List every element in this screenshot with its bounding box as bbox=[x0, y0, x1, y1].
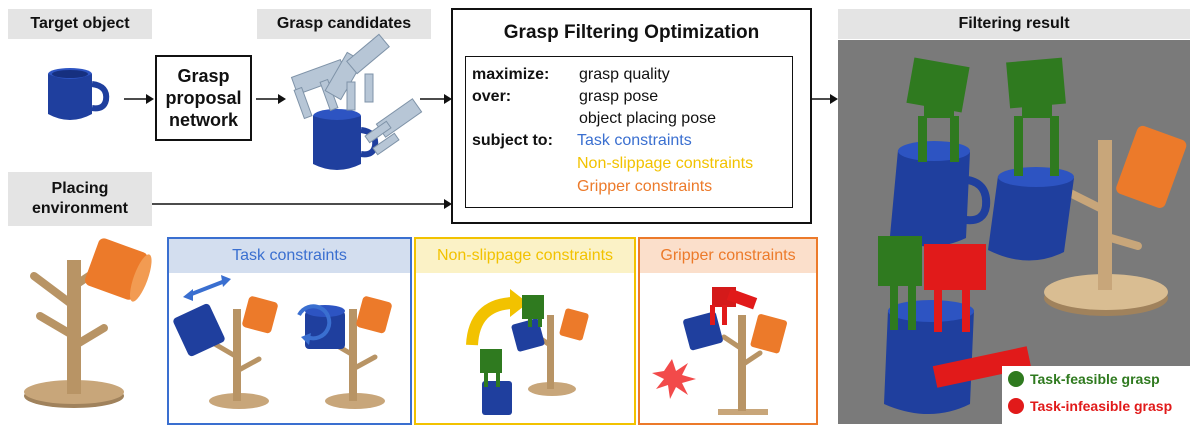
placing-environment-illustration bbox=[24, 238, 152, 408]
gripper-constraints-title: Gripper constraints bbox=[640, 239, 816, 273]
subject-to-key: subject to: bbox=[472, 132, 553, 149]
grasp-proposal-network-box: Grasp proposal network bbox=[155, 55, 252, 141]
arrow-candidates-to-optimization bbox=[420, 94, 452, 104]
nonslip-constraints-title: Non-slippage constraints bbox=[416, 239, 634, 273]
gripper-constraints-illustration bbox=[652, 287, 787, 415]
filtering-result-panel: Task-feasible grasp Task-infeasible gras… bbox=[838, 40, 1190, 424]
optimization-title: Grasp Filtering Optimization bbox=[503, 22, 760, 43]
constraint-nonslip: Non-slippage constraints bbox=[577, 155, 754, 172]
legend-feasible-row: Task-feasible grasp bbox=[1008, 371, 1160, 387]
result-legend: Task-feasible grasp Task-infeasible gras… bbox=[1002, 366, 1190, 424]
feasible-dot-icon bbox=[1008, 371, 1024, 387]
arrow-target-to-proposal bbox=[124, 94, 154, 104]
grasp-candidates-label: Grasp candidates bbox=[257, 9, 431, 39]
constraint-gripper: Gripper constraints bbox=[577, 178, 713, 195]
optimization-inner-box bbox=[465, 56, 793, 208]
arrow-optimization-to-result bbox=[810, 94, 838, 104]
gripper-constraints-panel: Gripper constraints bbox=[638, 237, 818, 425]
target-mug-icon bbox=[48, 68, 110, 120]
grasp-filtering-optimization-box: Grasp Filtering Optimization maximize: g… bbox=[451, 8, 812, 224]
constraint-task: Task constraints bbox=[577, 132, 692, 149]
legend-infeasible-row: Task-infeasible grasp bbox=[1008, 398, 1172, 414]
task-constraints-illustration bbox=[173, 275, 392, 409]
arrow-placing-to-optimization bbox=[152, 199, 452, 209]
nonslip-constraints-panel: Non-slippage constraints bbox=[414, 237, 636, 425]
maximize-key: maximize: bbox=[472, 66, 550, 83]
nonslip-constraints-illustration bbox=[466, 289, 589, 415]
over-key: over: bbox=[472, 88, 512, 105]
task-constraints-panel: Task constraints bbox=[167, 237, 412, 425]
filtering-result-label: Filtering result bbox=[838, 9, 1190, 39]
infeasible-dot-icon bbox=[1008, 398, 1024, 414]
target-object-label: Target object bbox=[8, 9, 152, 39]
maximize-value: grasp quality bbox=[579, 66, 670, 83]
over-value-1: grasp pose bbox=[579, 88, 659, 105]
legend-infeasible-text: Task-infeasible grasp bbox=[1030, 398, 1173, 414]
task-constraints-title: Task constraints bbox=[169, 239, 410, 273]
grasp-candidates-illustration bbox=[290, 33, 423, 170]
over-value-2: object placing pose bbox=[579, 110, 716, 127]
placing-environment-label: Placing environment bbox=[8, 172, 152, 226]
filtering-result-illustration bbox=[878, 57, 1187, 414]
arrow-proposal-to-candidates bbox=[256, 94, 286, 104]
legend-feasible-text: Task-feasible grasp bbox=[1030, 371, 1160, 387]
